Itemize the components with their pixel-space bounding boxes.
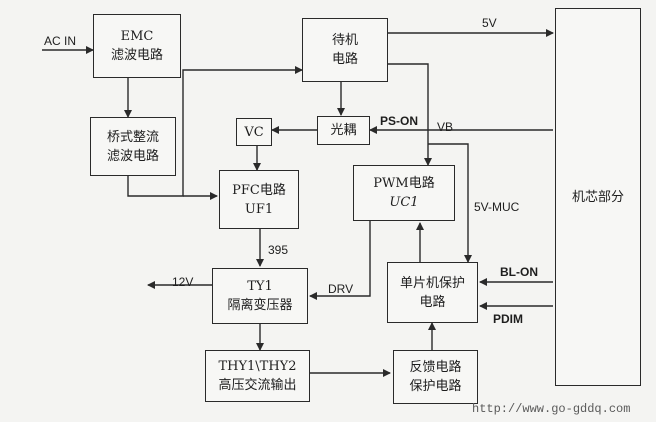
bridge-line2: 滤波电路: [106, 148, 159, 164]
optocoupler-label: 光耦: [330, 123, 357, 138]
feedback-line1: 反馈电路: [409, 360, 462, 375]
ac-in-label: AC IN: [44, 34, 77, 48]
hv-ac-output-block: THY1\THY2 高压交流输出: [205, 350, 310, 402]
vc-label: VC: [244, 124, 264, 140]
drv-arrow: [309, 221, 371, 300]
5v-muc-label: 5V-MUC: [474, 200, 520, 214]
bridge-rectifier-block: 桥式整流 滤波电路: [90, 117, 176, 176]
395-label: 395: [268, 243, 289, 257]
mcu-protect-line1: 单片机保护: [399, 275, 465, 291]
bl-on-label: BL-ON: [500, 265, 538, 279]
hv-out-line1: THY1\THY2: [218, 359, 297, 374]
ty1-transformer-block: TY1 隔离变压器: [212, 268, 308, 324]
emc-line1: EMC: [120, 29, 154, 44]
emc-line2: 滤波电路: [110, 48, 163, 63]
standby-circuit-block: 待机 电路: [302, 18, 388, 82]
pwm-circuit-block: PWM电路 UC1: [353, 165, 455, 221]
ty1-line1: TY1: [247, 279, 273, 294]
12v-label: 12V: [172, 275, 194, 289]
mcu-protect-line2: 电路: [419, 294, 446, 310]
core-label: 机芯部分: [571, 189, 624, 205]
hv-out-line2: 高压交流输出: [218, 378, 297, 393]
feedback-protection-block: 反馈电路 保护电路: [393, 350, 478, 404]
vb-label: VB: [437, 120, 454, 134]
pfc-line2: UF1: [244, 201, 274, 217]
ty1-line2: 隔离变压器: [227, 298, 293, 313]
standby-line1: 待机: [331, 33, 358, 48]
5v-label: 5V: [482, 16, 497, 30]
pfc-circuit-block: PFC电路 UF1: [219, 170, 299, 229]
vc-block: VC: [236, 118, 272, 146]
feedback-line2: 保护电路: [409, 379, 462, 394]
drv-label: DRV: [328, 282, 354, 296]
pwm-line2: UC1: [389, 195, 419, 210]
pdim-label: PDIM: [493, 312, 523, 326]
mcu-protection-block: 单片机保护 电路: [387, 262, 478, 323]
pfc-line1: PFC电路: [232, 182, 286, 198]
ps-on-label: PS-ON: [380, 114, 419, 128]
standby-line2: 电路: [331, 52, 358, 67]
vb-arrow: [388, 63, 432, 166]
emc-filter-block: EMC 滤波电路: [93, 14, 181, 78]
optocoupler-block: 光耦: [317, 116, 370, 145]
core-module-block: 机芯部分: [555, 8, 641, 386]
bridge-line1: 桥式整流: [106, 129, 159, 145]
5v-muc-arrow: [428, 143, 472, 263]
pwm-line1: PWM电路: [373, 176, 435, 191]
watermark-url: http://www.go-gddq.com: [472, 402, 631, 416]
